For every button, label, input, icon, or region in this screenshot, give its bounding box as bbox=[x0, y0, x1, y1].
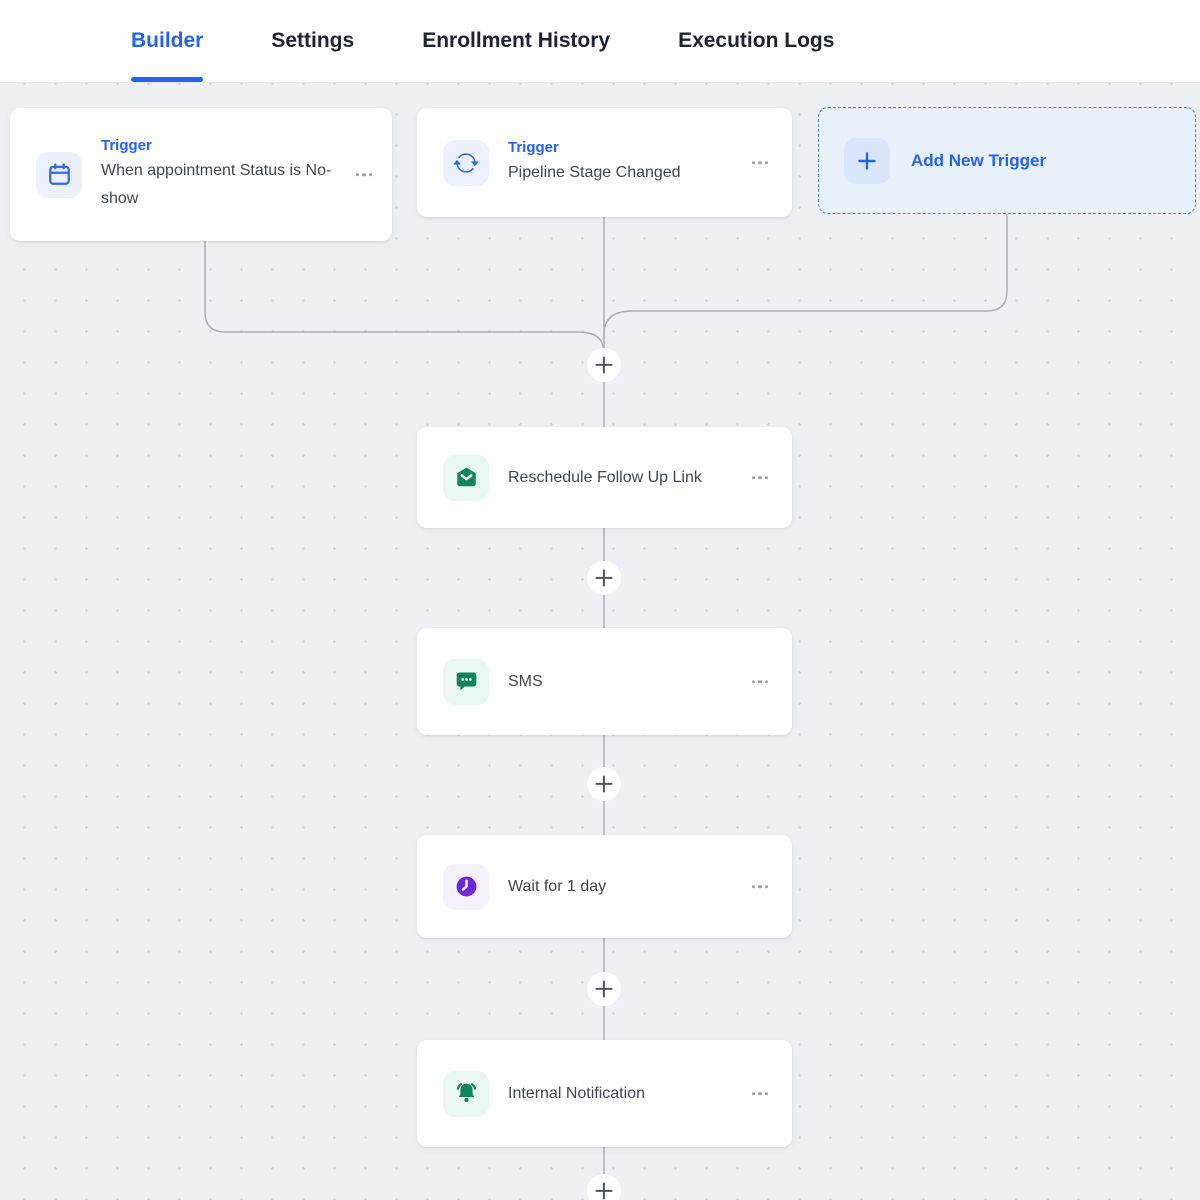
trigger-description: When appointment Status is No-show bbox=[101, 161, 332, 207]
tab-settings[interactable]: Settings bbox=[271, 0, 354, 82]
action-card-wait[interactable]: Wait for 1 day bbox=[417, 835, 792, 938]
clock-icon bbox=[443, 863, 489, 910]
add-new-trigger-button[interactable]: Add New Trigger bbox=[818, 107, 1196, 214]
sync-icon bbox=[443, 139, 489, 186]
action-label: Internal Notification bbox=[508, 1084, 645, 1102]
add-new-trigger-label: Add New Trigger bbox=[911, 150, 1047, 170]
workflow-canvas: Trigger When appointment Status is No-sh… bbox=[0, 83, 1200, 1200]
trigger-title: Trigger bbox=[508, 138, 559, 156]
envelope-icon bbox=[443, 454, 489, 501]
action-label: SMS bbox=[508, 672, 543, 690]
action-card-internal-notification[interactable]: Internal Notification bbox=[417, 1040, 792, 1147]
tab-builder-label: Builder bbox=[131, 29, 204, 52]
tab-execution-logs[interactable]: Execution Logs bbox=[678, 0, 834, 82]
add-first-step-button[interactable] bbox=[587, 348, 621, 382]
trigger-card-appointment-no-show[interactable]: Trigger When appointment Status is No-sh… bbox=[10, 108, 392, 241]
bell-icon bbox=[443, 1070, 489, 1117]
tab-settings-label: Settings bbox=[271, 29, 355, 52]
tab-execution-logs-label: Execution Logs bbox=[678, 29, 835, 52]
more-options-icon[interactable] bbox=[748, 157, 772, 168]
more-options-icon[interactable] bbox=[352, 169, 376, 180]
trigger-title: Trigger bbox=[101, 136, 152, 154]
trigger-description: Pipeline Stage Changed bbox=[508, 163, 681, 181]
calendar-icon bbox=[36, 151, 82, 198]
more-options-icon[interactable] bbox=[748, 472, 772, 483]
action-label: Wait for 1 day bbox=[508, 877, 607, 895]
tab-enrollment-history-label: Enrollment History bbox=[422, 29, 611, 52]
trigger-card-pipeline-stage[interactable]: Trigger Pipeline Stage Changed bbox=[417, 108, 792, 217]
add-step-button[interactable] bbox=[587, 561, 621, 595]
workflow-tab-bar: Builder Settings Enrollment History Exec… bbox=[0, 0, 1200, 83]
action-label: Reschedule Follow Up Link bbox=[508, 468, 702, 486]
add-step-button[interactable] bbox=[587, 972, 621, 1006]
more-options-icon[interactable] bbox=[748, 881, 772, 892]
add-step-button[interactable] bbox=[587, 1174, 621, 1200]
sms-icon bbox=[443, 658, 489, 705]
plus-icon bbox=[844, 137, 890, 184]
more-options-icon[interactable] bbox=[748, 676, 772, 687]
action-card-sms[interactable]: SMS bbox=[417, 628, 792, 735]
add-step-button[interactable] bbox=[587, 767, 621, 801]
tab-builder[interactable]: Builder bbox=[131, 0, 204, 82]
action-card-reschedule-follow-up-link[interactable]: Reschedule Follow Up Link bbox=[417, 427, 792, 528]
tab-enrollment-history[interactable]: Enrollment History bbox=[422, 0, 610, 82]
more-options-icon[interactable] bbox=[748, 1088, 772, 1099]
